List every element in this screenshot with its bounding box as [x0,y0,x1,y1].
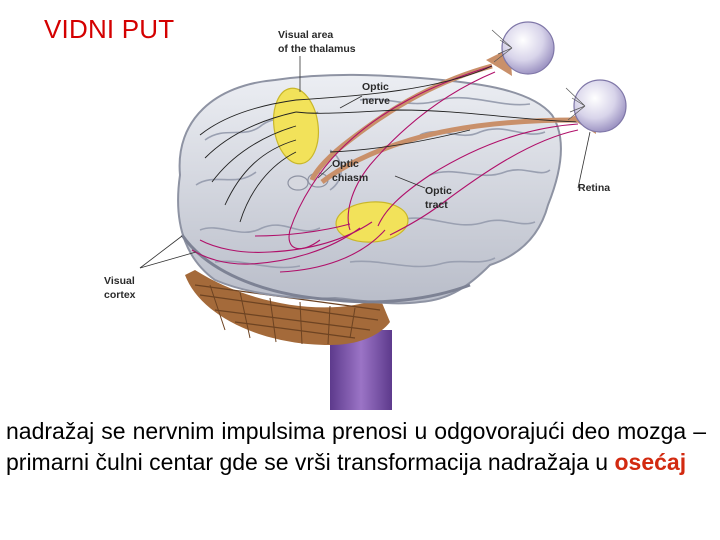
label-visual-cortex-line1: Visual [104,275,135,287]
visual-pathway-diagram: Visual area of the thalamus Optic nerve … [0,0,720,420]
label-visual-cortex-line2: cortex [104,289,136,301]
caption-emphasis: osećaj [615,449,687,475]
label-optic-chiasm-line1: Optic [332,158,359,170]
label-thalamus-line2: of the thalamus [278,43,356,55]
label-optic-chiasm-line2: chiasm [332,172,368,184]
label-optic-tract-line2: tract [425,199,448,211]
caption-text: nadražaj se nervnim impulsima prenosi u … [6,416,706,478]
caption-main: nadražaj se nervnim impulsima prenosi u … [6,418,706,475]
label-optic-tract-line1: Optic [425,185,452,197]
label-thalamus-line1: Visual area [278,29,333,41]
label-retina: Retina [578,182,610,194]
brain [178,75,561,303]
label-optic-nerve-line1: Optic [362,81,389,93]
label-optic-nerve-line2: nerve [362,95,390,107]
eye-lower [566,80,626,134]
eye-upper [486,22,554,76]
